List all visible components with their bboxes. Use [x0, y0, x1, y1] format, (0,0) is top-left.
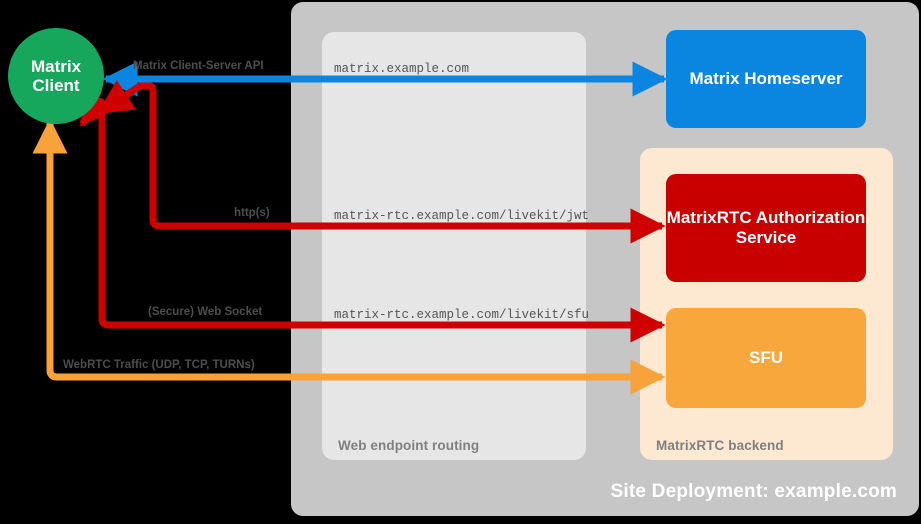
site-deployment-caption: Site Deployment: example.com [610, 481, 897, 502]
matrixrtc-backend-caption: MatrixRTC backend [656, 438, 784, 453]
wire-label-webrtc: WebRTC Traffic (UDP, TCP, TURNs) [63, 359, 255, 371]
web-endpoint-routing-caption: Web endpoint routing [338, 438, 480, 453]
node-sfu[interactable]: SFU [666, 308, 866, 408]
wire-label-jwt: http(s) [234, 207, 270, 219]
wire-jwt [97, 80, 666, 244]
endpoint-url-matrix: matrix.example.com [334, 62, 470, 76]
wire-webrtc [32, 118, 666, 395]
endpoint-url-jwt: matrix-rtc.example.com/livekit/jwt [334, 209, 590, 223]
wire-label-cs-api: Matrix Client-Server API [133, 60, 264, 72]
endpoint-url-sfu: matrix-rtc.example.com/livekit/sfu [334, 308, 590, 322]
node-matrixrtc-authorization-service[interactable]: MatrixRTC Authorization Service [666, 174, 866, 282]
matrix-client-label-line2: Client [32, 76, 80, 95]
node-matrix-homeserver[interactable]: Matrix Homeserver [666, 30, 866, 128]
matrixrtc-authorization-service-label: MatrixRTC Authorization Service [666, 207, 866, 247]
matrix-client-label-line1: Matrix [30, 56, 82, 76]
matrix-homeserver-label: Matrix Homeserver [689, 68, 843, 88]
wire-label-websocket: (Secure) Web Socket [148, 306, 263, 318]
node-matrix-client[interactable]: Matrix Client [8, 28, 104, 124]
sfu-label: SFU [749, 347, 783, 367]
